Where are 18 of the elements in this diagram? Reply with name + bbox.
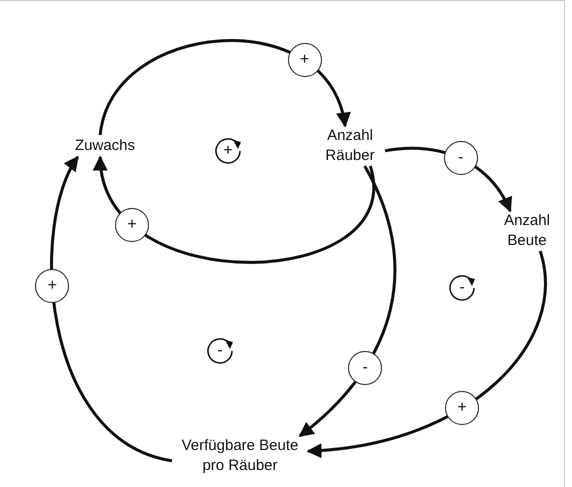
arrow (95, 156, 375, 264)
variable-label: Zuwachs (74, 136, 136, 156)
polarity-sign: - (348, 350, 382, 385)
polarity-sign: + (115, 208, 150, 242)
variable-label: Anzahl Räuber (324, 126, 376, 166)
polarity-sign: - (444, 141, 478, 176)
loop-polarity: - (459, 279, 465, 297)
variable-label: Anzahl Beute (503, 211, 551, 251)
polarity-sign: + (445, 391, 480, 426)
arrow (50, 156, 172, 462)
loop-polarity: - (217, 342, 223, 360)
polarity-sign: + (288, 43, 322, 78)
arrow (298, 165, 396, 438)
loop-polarity: + (223, 142, 233, 160)
arrow (306, 250, 546, 458)
polarity-sign: + (35, 268, 70, 303)
variable-label: Verfügbare Beute pro Räuber (180, 436, 300, 476)
arrow (98, 39, 349, 136)
